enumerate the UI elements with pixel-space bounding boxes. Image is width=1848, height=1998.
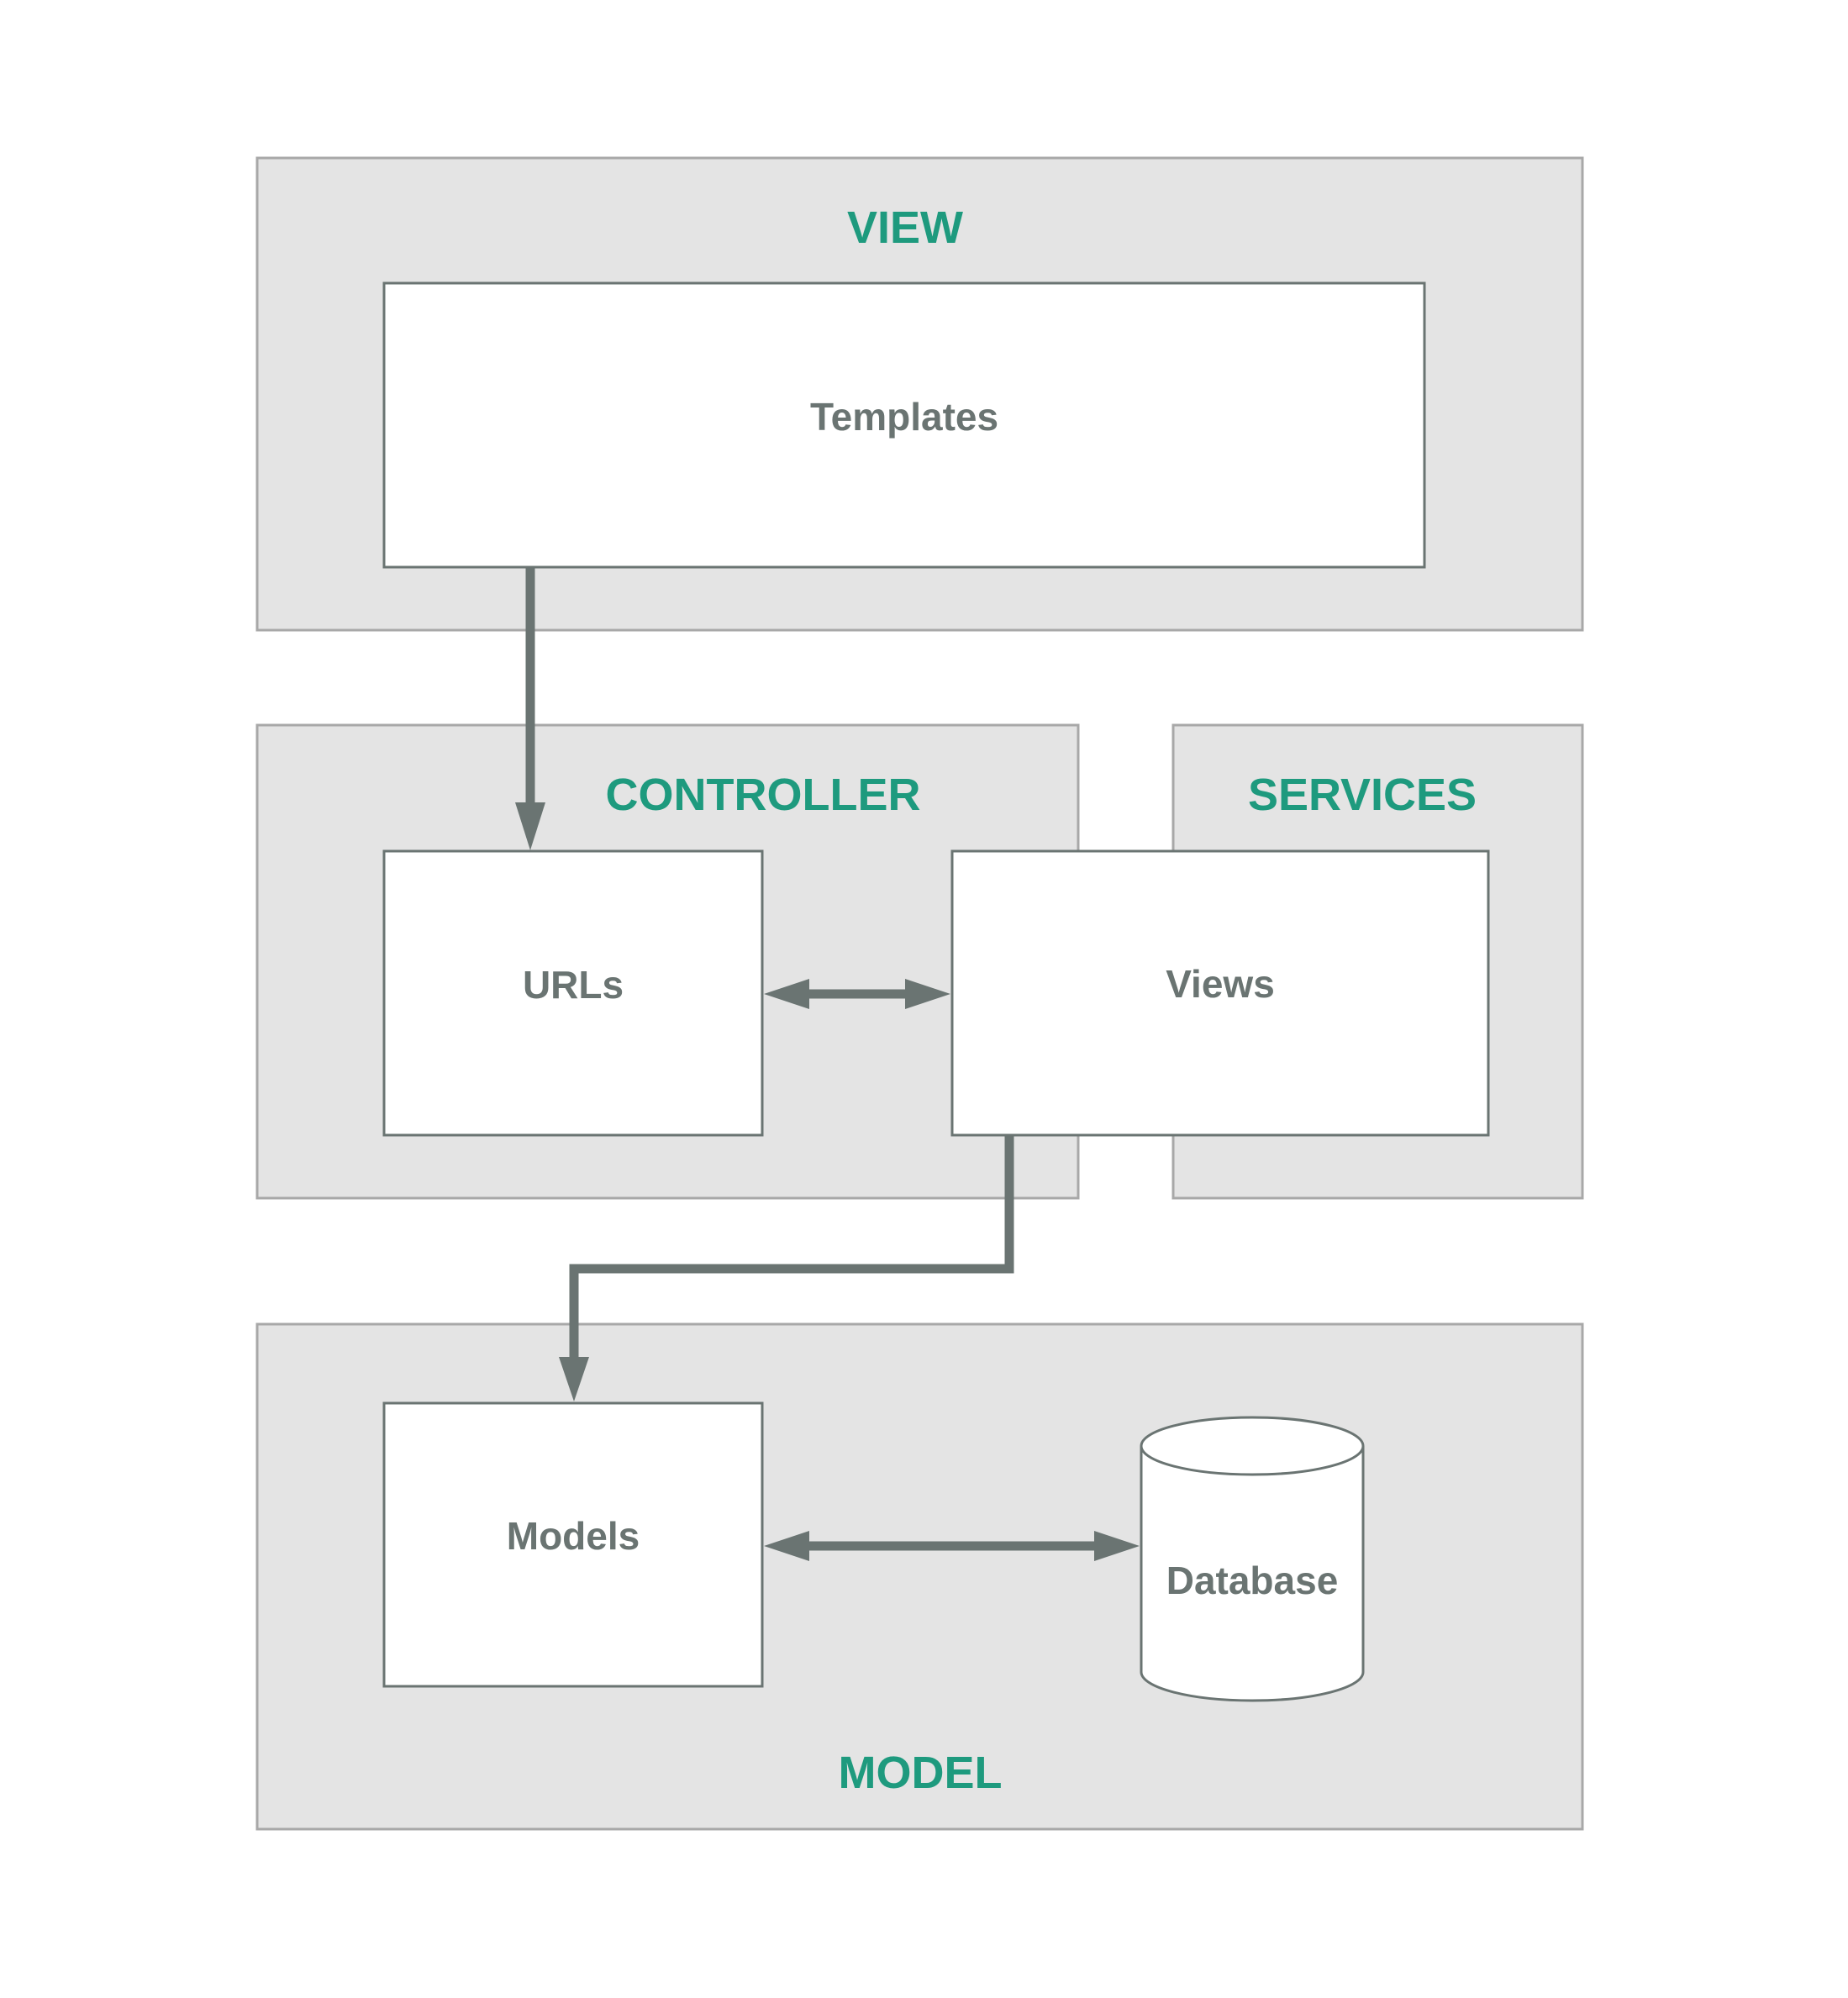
services-group-label: SERVICES bbox=[1248, 770, 1477, 820]
views-label: Views bbox=[1166, 962, 1275, 1006]
database-node bbox=[1140, 1416, 1365, 1702]
templates-to-urls-arrow bbox=[515, 567, 545, 850]
models-label: Models bbox=[507, 1514, 640, 1558]
model-group-label: MODEL bbox=[839, 1748, 1003, 1798]
urls-label: URLs bbox=[523, 963, 624, 1007]
controller-group-label: CONTROLLER bbox=[606, 770, 921, 820]
models-node bbox=[382, 1401, 764, 1688]
database-label: Database bbox=[1166, 1559, 1339, 1602]
templates-node bbox=[382, 281, 1426, 569]
urls-views-double-arrow bbox=[764, 979, 950, 1009]
urls-node bbox=[382, 849, 764, 1137]
views-to-models-arrow bbox=[559, 1135, 1014, 1401]
templates-label: Templates bbox=[810, 395, 998, 439]
models-database-double-arrow bbox=[764, 1531, 1140, 1561]
view-group-label: VIEW bbox=[847, 202, 963, 253]
views-node bbox=[950, 849, 1490, 1137]
